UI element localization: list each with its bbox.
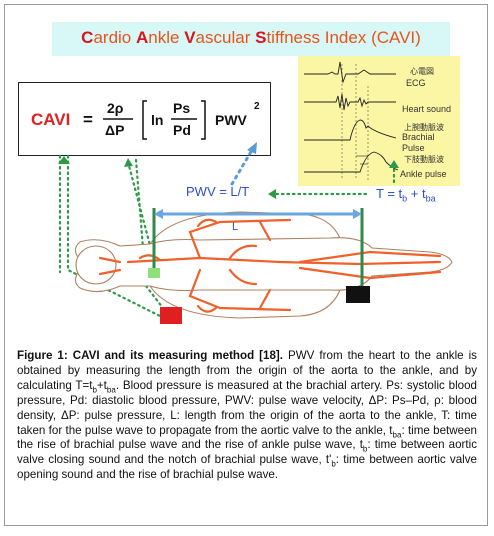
formula-pd: Pd xyxy=(173,122,191,138)
formula-exponent: 2 xyxy=(254,101,260,112)
formula-cavi: CAVI xyxy=(31,110,70,129)
formula-denominator: ΔP xyxy=(105,122,124,138)
formula-ln: ln xyxy=(151,112,163,128)
brachial-label: Brachial xyxy=(402,132,435,142)
ecg-label: ECG xyxy=(406,78,426,88)
brachial-jp-label: 上腕動脈波 xyxy=(404,123,444,132)
brachial-cuff xyxy=(160,307,182,324)
cavi-formula-box: CAVI = 2ρ ΔP ln Ps Pd PWV 2 xyxy=(18,82,271,156)
t-label: T = tb + tba xyxy=(376,186,436,204)
aorta-origin-marker xyxy=(148,268,160,278)
figure-frame xyxy=(4,4,488,526)
figure-title: Cardio Ankle Vascular Stiffness Index (C… xyxy=(81,28,421,47)
brachial-pulse-trace xyxy=(304,119,397,141)
body-diagram: L xyxy=(58,142,453,324)
heart-sound-trace xyxy=(304,93,396,111)
waveform-panel: 心電図 ECG Heart sound 上腕動脈波 Brachial Pulse… xyxy=(298,56,460,186)
pwv-dotted-arrow xyxy=(230,148,254,186)
cavi-formula: CAVI = 2ρ ΔP ln Ps Pd PWV 2 xyxy=(31,100,260,140)
ecg-trace xyxy=(304,61,396,84)
figure-caption: Figure 1: CAVI and its measuring method … xyxy=(17,349,477,482)
ankle-jp-label: 下肢動脈波 xyxy=(404,155,444,164)
title-banner: Cardio Ankle Vascular Stiffness Index (C… xyxy=(52,22,450,56)
formula-right-bracket xyxy=(201,100,206,140)
ecg-jp-label: 心電図 xyxy=(410,67,434,76)
artery-network xyxy=(98,218,442,313)
formula-ps: Ps xyxy=(173,100,190,116)
heart-sound-label: Heart sound xyxy=(402,104,452,114)
waveform-traces xyxy=(304,61,399,180)
pwv-label: PWV = L/T xyxy=(186,184,250,199)
ankle-pulse-label: Ankle pulse xyxy=(400,169,447,179)
formula-left-bracket xyxy=(142,100,147,140)
head-outline xyxy=(75,245,117,285)
pulse-label: Pulse xyxy=(402,143,425,153)
formula-equals: = xyxy=(83,110,93,129)
ankle-cuff xyxy=(346,286,370,303)
l-label: L xyxy=(232,221,238,233)
caption-bold: Figure 1: CAVI and its measuring method … xyxy=(17,349,284,362)
formula-pwv: PWV xyxy=(215,112,248,128)
body-outline xyxy=(74,237,453,293)
formula-numerator: 2ρ xyxy=(107,100,124,116)
ps-dotted-arrow xyxy=(126,160,158,270)
